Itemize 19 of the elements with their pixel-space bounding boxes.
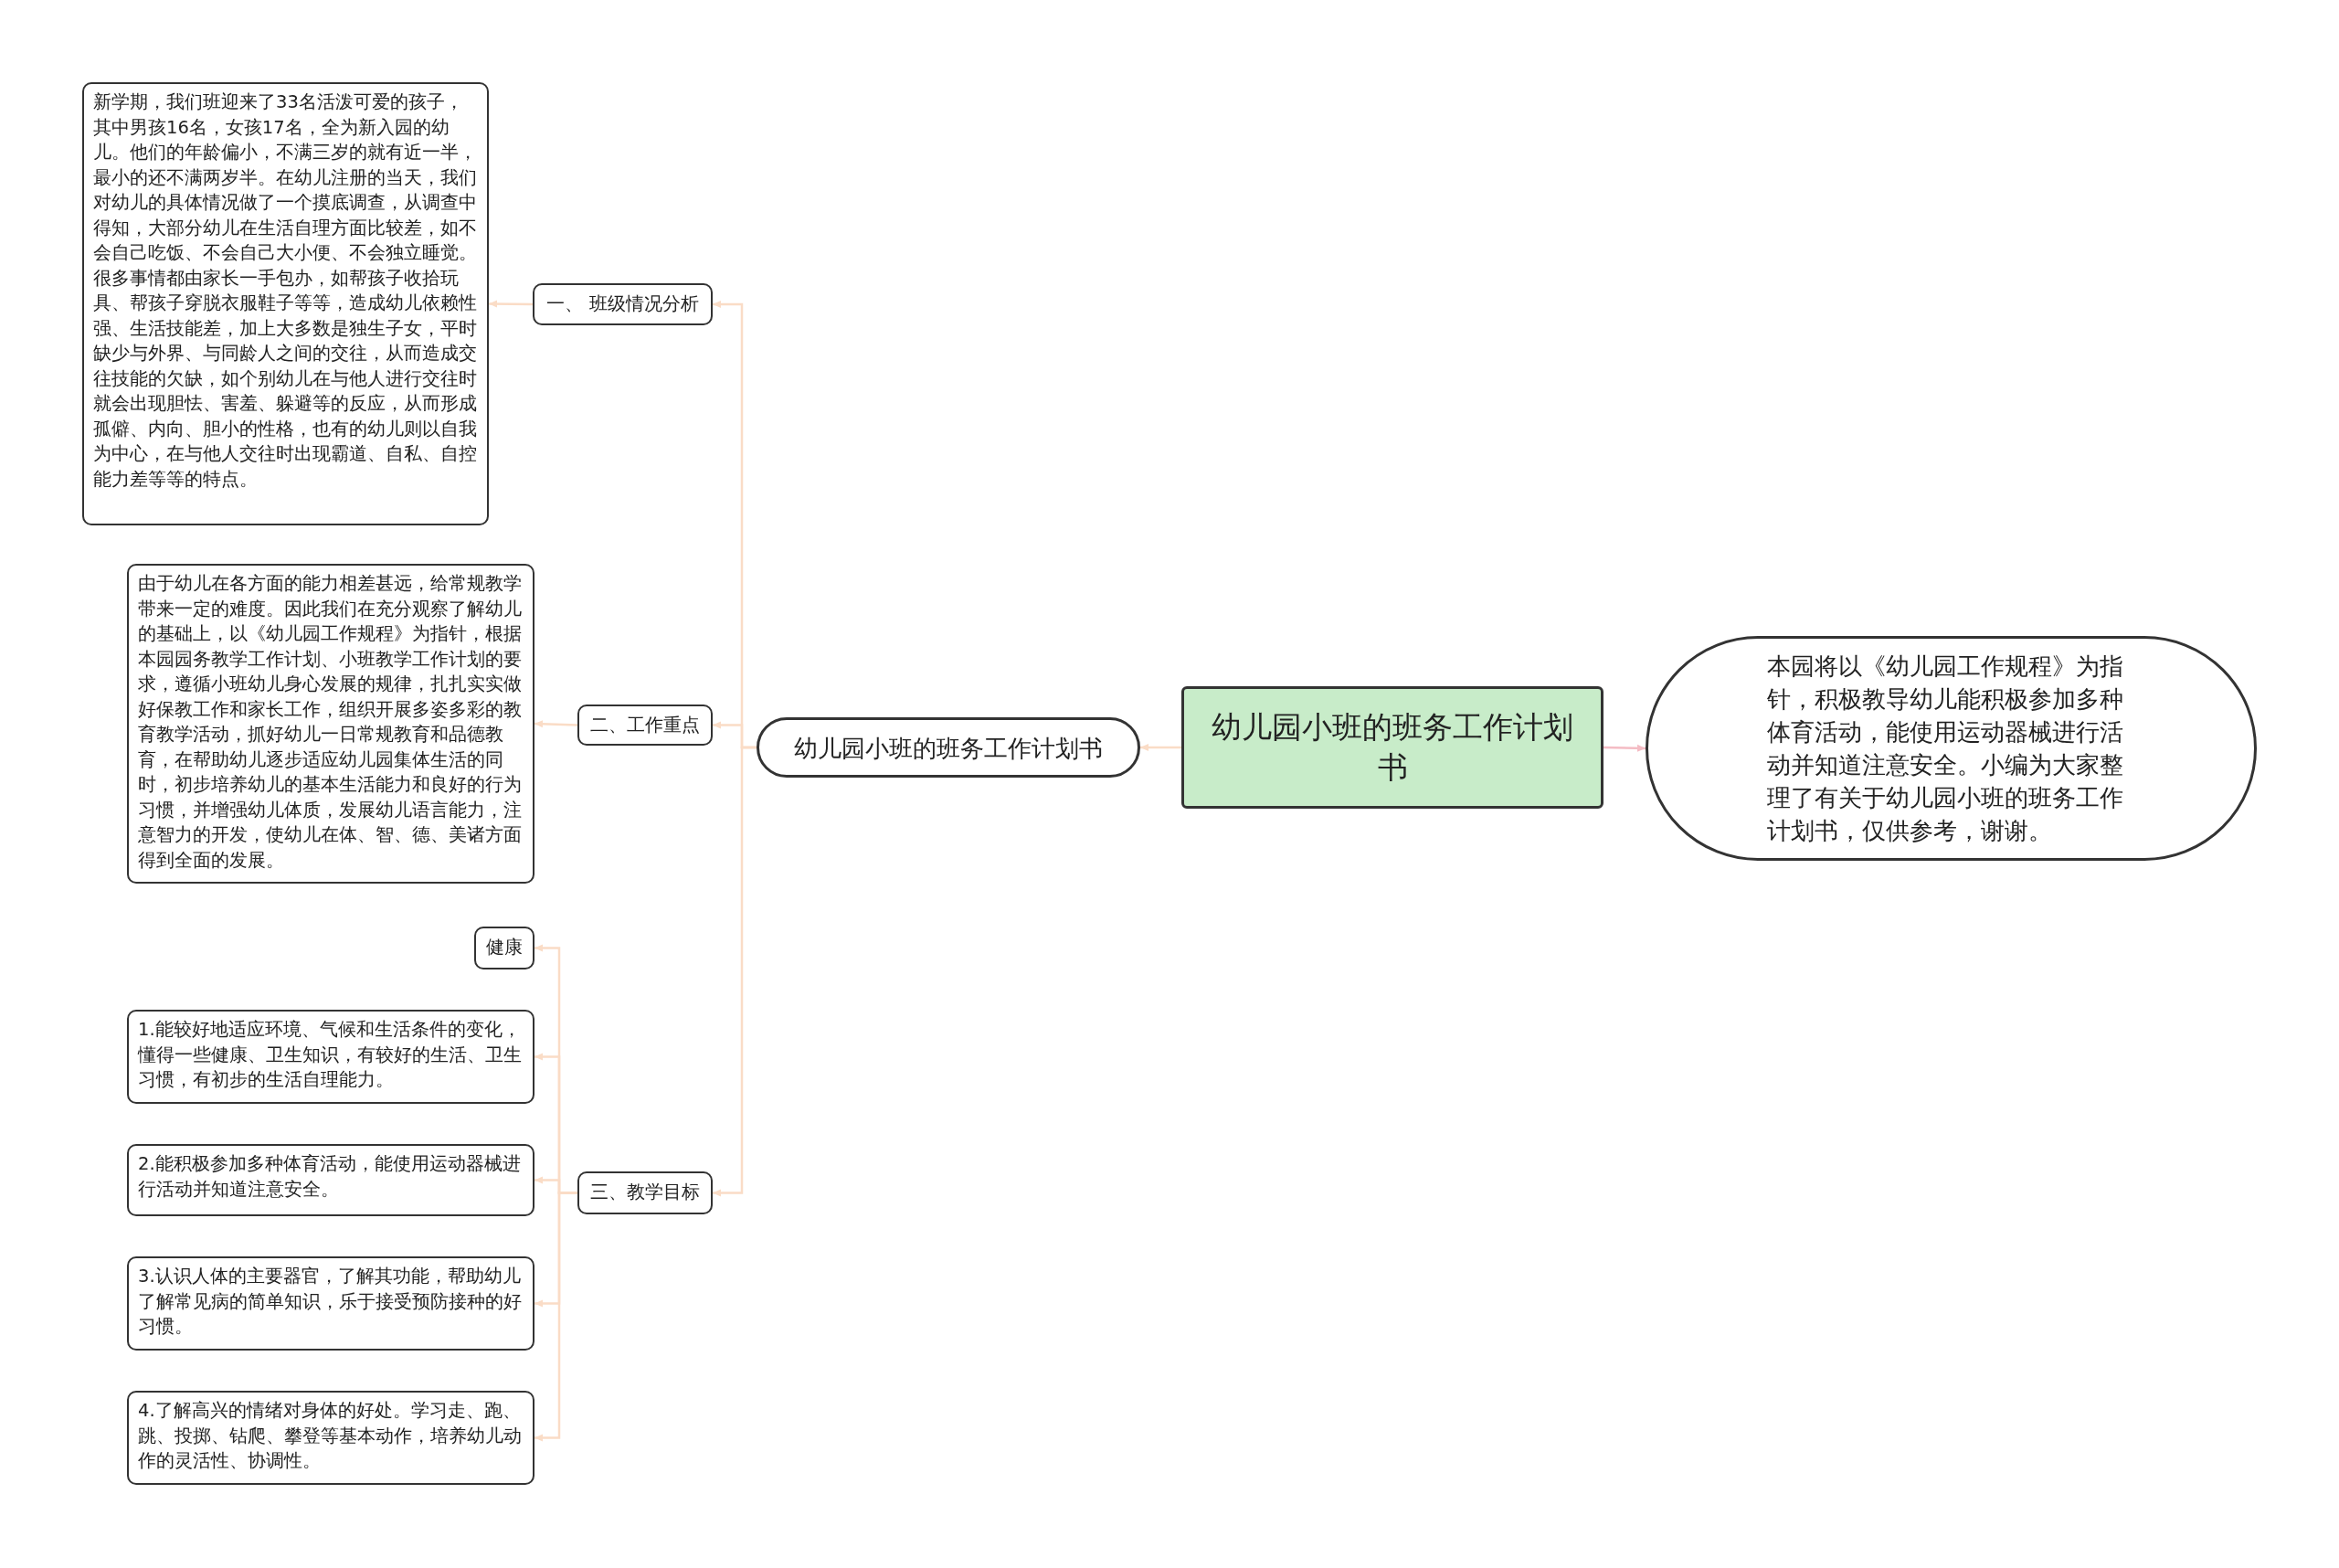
connector-arrow [1140,744,1181,751]
text-box: 由于幼儿在各方面的能力相差甚远，给常规教学带来一定的难度。因此我们在充分观察了解幼儿的基础上，以《幼儿园工作规程》为指针，根据本园园务教学工作计划、小班教学工作计划的要求，遵循小班幼儿身心发展的规律，扎扎实实做好保教工作和家长工作，组织开展多姿多彩的教育教学活动，抓好幼儿一日常规教育和品德教育，在帮助幼儿逐步适应幼儿园集体生活的同时，初步培养幼儿的基本生活能力和良好的行为习惯，并增强幼儿体质，发展幼儿语言能力，注意智力的开发，使幼儿在体、智、德、美诸方面得到全面的发展。 [127,564,534,884]
connector-arrow [534,1192,577,1442]
topic-box: 二、工作重点 [577,705,713,746]
connector-arrow [489,300,533,308]
text-box: 1.能较好地适应环境、气候和生活条件的变化，懂得一些健康、卫生知识，有较好的生活、卫生习惯，有初步的生活自理能力。 [127,1010,534,1104]
text-box: 4.了解高兴的情绪对身体的好处。学习走、跑、跳、投掷、钻爬、攀登等基本动作，培养幼儿动作的灵活性、协调性。 [127,1391,534,1485]
text-box: 新学期，我们班迎来了33名活泼可爱的孩子，其中男孩16名，女孩17名，全为新入园的幼儿。他们的年龄偏小，不满三岁的就有近一半，最小的还不满两岁半。在幼儿注册的当天，我们对幼儿的具体情况做了一个摸底调查，从调查中得知，大部分幼儿在生活自理方面比较差，如不会自己吃饭、不会自己大小便、不会独立睡觉。很多事情都由家长一手包办，如帮孩子收拾玩具、帮孩子穿脱衣服鞋子等等，造成幼儿依赖性强、生活技能差，加上大多数是独生子女，平时缺少与外界、与同龄人之间的交往，从而造成交往技能的欠缺，如个别幼儿在与他人进行交往时就会出现胆怯、害羞、躲避等的反应，从而形成孤僻、内向、胆小的性格，也有的幼儿则以自我为中心，在与他人交往时出现霸道、自私、自控能力差等等的特点。 [82,82,489,525]
text-box: 3.认识人体的主要器官，了解其功能，帮助幼儿了解常见病的简单知识，乐于接受预防接种的好习惯。 [127,1256,534,1351]
topic-box: 三、教学目标 [577,1171,713,1214]
connector-arrow [713,746,757,1197]
summary-bubble: 本园将以《幼儿园工作规程》为指针，积极教导幼儿能积极参加多种体育活动，能使用运动器械进行活动并知道注意安全。小编为大家整理了有关于幼儿园小班的班务工作计划书，仅供参考，谢谢。 [1646,636,2257,861]
central-topic-box: 幼儿园小班的班务工作计划书 [1181,686,1603,809]
topic-bubble: 幼儿园小班的班务工作计划书 [757,717,1140,778]
topic-box: 一、 班级情况分析 [533,283,713,325]
topic-box: 健康 [474,927,534,969]
connector-arrow [1603,744,1646,752]
connector-arrow [534,720,578,728]
text-box: 2.能积极参加多种体育活动，能使用运动器械进行活动并知道注意安全。 [127,1144,534,1216]
